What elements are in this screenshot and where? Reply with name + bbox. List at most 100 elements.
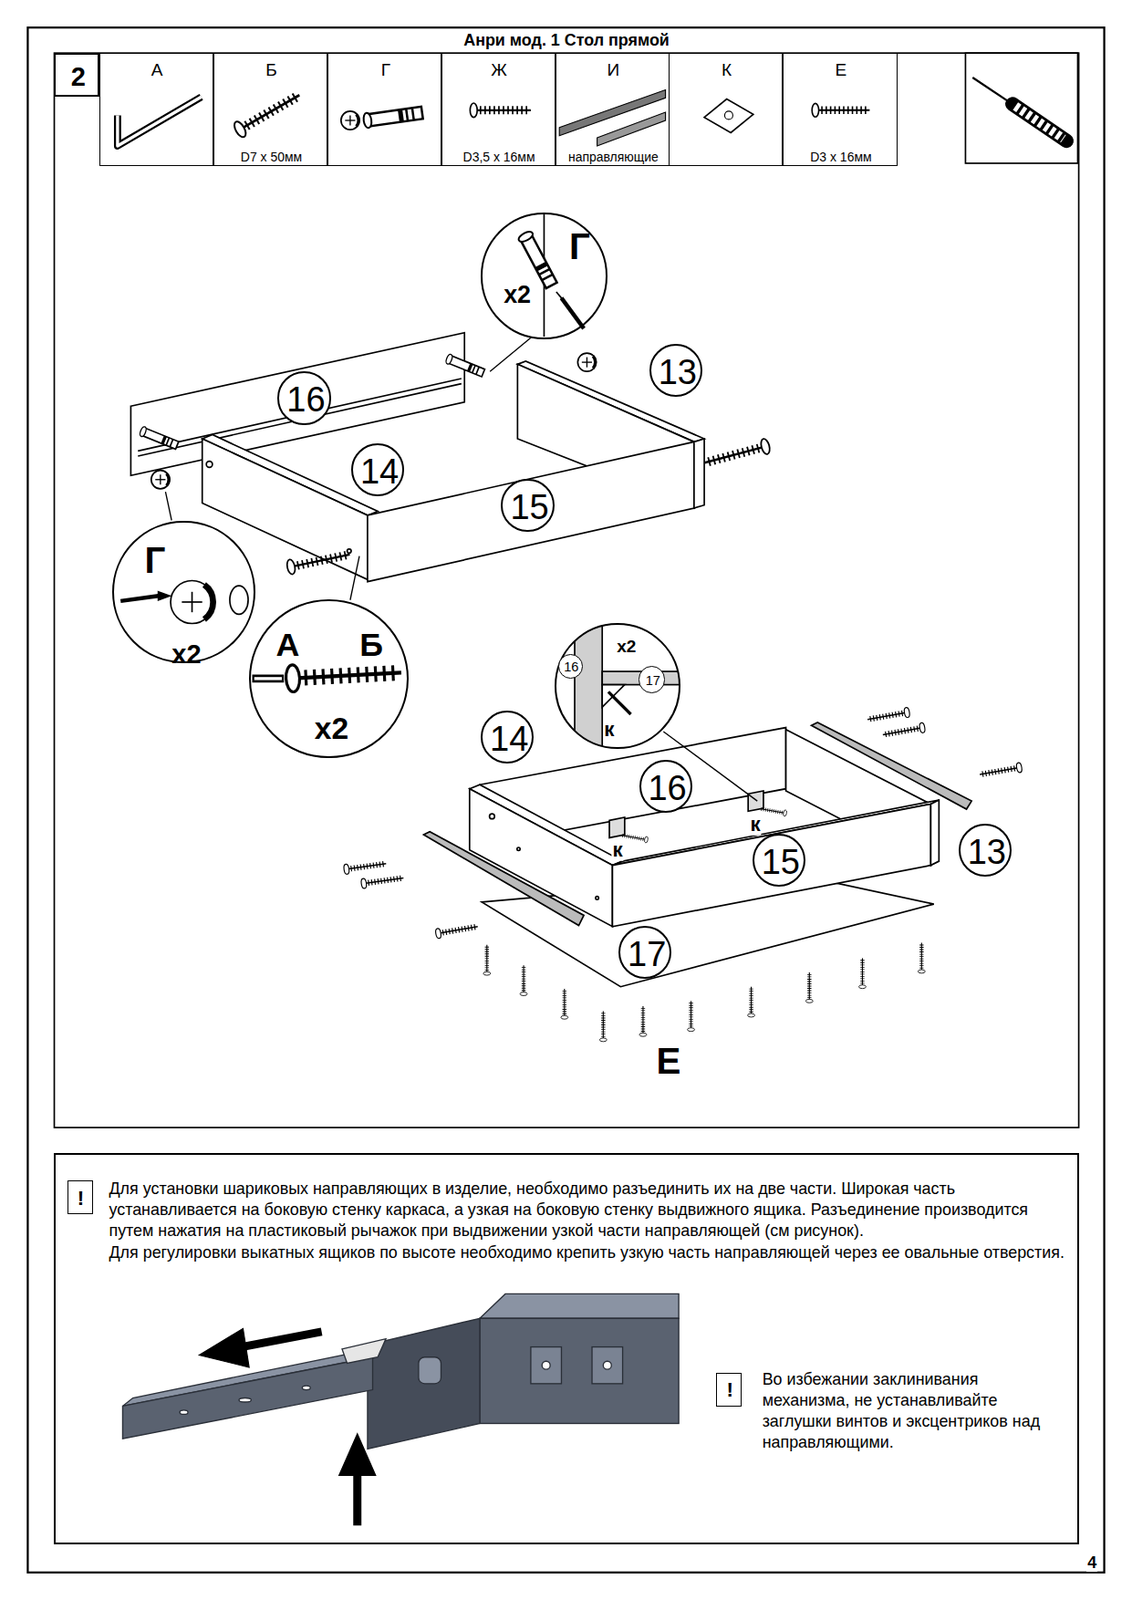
step-number-cell: 2 bbox=[53, 52, 99, 97]
drawing-part bbox=[591, 1347, 624, 1384]
drawing-part bbox=[882, 722, 926, 740]
node-text: D3,5 x 16мм bbox=[463, 150, 536, 164]
warning-icon: ! bbox=[716, 1372, 742, 1407]
drawing-part bbox=[1015, 105, 1064, 139]
drawing-part bbox=[363, 104, 424, 129]
drawing-part bbox=[489, 813, 496, 820]
drawing-part bbox=[249, 600, 407, 758]
drawing-part bbox=[519, 965, 528, 996]
drawing-part bbox=[758, 805, 788, 817]
drawing-part bbox=[978, 762, 1023, 780]
callout-number: 16 bbox=[277, 371, 331, 425]
drawing-part bbox=[285, 547, 352, 576]
drawing-part bbox=[556, 291, 567, 304]
detail-circle: Гx2 bbox=[480, 212, 608, 340]
drawing-part bbox=[418, 1357, 442, 1384]
drawing-part bbox=[27, 27, 1104, 1573]
drawing-part bbox=[360, 872, 405, 889]
drawing-part bbox=[560, 988, 569, 1019]
part-cell: БD7 x 50мм bbox=[213, 52, 328, 167]
node-text: x2 bbox=[314, 713, 349, 745]
drawing-part bbox=[423, 831, 584, 926]
drawing-part bbox=[179, 1410, 188, 1414]
drawing-part bbox=[609, 817, 625, 838]
drawing-part bbox=[859, 957, 867, 988]
drawing-part bbox=[1012, 103, 1067, 141]
runner-illustration bbox=[122, 1293, 679, 1449]
callout-number: 15 bbox=[752, 833, 806, 887]
drawing-part bbox=[165, 491, 172, 520]
drawing-part bbox=[170, 580, 214, 624]
drawing-part bbox=[639, 1006, 647, 1037]
drawing-part bbox=[559, 89, 665, 136]
drawing-part bbox=[805, 972, 813, 1003]
drawing-part bbox=[350, 556, 360, 601]
drawing-part bbox=[530, 1347, 562, 1384]
drawing-part bbox=[151, 470, 170, 489]
section-number: 16 bbox=[558, 654, 583, 679]
drawing-part bbox=[198, 1328, 250, 1368]
callout-number: 14 bbox=[351, 443, 405, 497]
node-text: 13 bbox=[658, 354, 697, 390]
drawing-part bbox=[117, 96, 202, 146]
page-title: Анри мод. 1 Стол прямой bbox=[463, 32, 670, 50]
callout-number: 15 bbox=[500, 478, 554, 532]
node-text: ! bbox=[77, 1188, 84, 1209]
drawing-part bbox=[229, 585, 249, 614]
node-text: x2 bbox=[503, 282, 531, 308]
node-text: x2 bbox=[171, 642, 201, 669]
node-text: Г bbox=[144, 542, 166, 580]
drawing-part bbox=[367, 441, 695, 582]
drawing-part bbox=[237, 1331, 322, 1349]
drawing-part bbox=[117, 96, 202, 146]
node-text: 16 bbox=[286, 382, 325, 417]
drawing-part bbox=[122, 1357, 373, 1439]
node-text: Ж bbox=[490, 62, 508, 80]
part-cell: Инаправляющие bbox=[555, 52, 670, 167]
note-text: Во избежании заклинивания механизма, не … bbox=[762, 1369, 1070, 1453]
drawing-part bbox=[612, 803, 931, 926]
drawing-part bbox=[917, 943, 925, 974]
drawing-part bbox=[130, 332, 465, 477]
drawing-part bbox=[238, 1398, 251, 1403]
part-cell: К bbox=[668, 52, 783, 167]
drawing-part bbox=[972, 77, 1013, 104]
drawing-part bbox=[481, 213, 606, 338]
drawing-part bbox=[353, 1469, 362, 1527]
node-text: 2 bbox=[71, 63, 86, 91]
drawing-part bbox=[138, 425, 179, 451]
part-cell: А bbox=[99, 52, 214, 167]
drawing-part bbox=[965, 52, 1078, 164]
drawing-part bbox=[479, 1293, 679, 1319]
part-label: 4 bbox=[1086, 1555, 1098, 1572]
part-label: к bbox=[748, 814, 761, 835]
section-number: 17 bbox=[638, 665, 665, 693]
drawing-part bbox=[301, 1385, 311, 1390]
drawing-part bbox=[602, 1360, 612, 1370]
drawing-part bbox=[204, 584, 214, 620]
drawing-part bbox=[231, 87, 304, 139]
drawing-part bbox=[54, 52, 1080, 1128]
drawing-part bbox=[694, 438, 705, 509]
callout-number: 14 bbox=[480, 710, 534, 764]
warning-icon: ! bbox=[67, 1180, 94, 1215]
drawing-part bbox=[285, 659, 403, 693]
node-text: 14 bbox=[489, 721, 529, 757]
node-text: 17 bbox=[627, 936, 666, 972]
drawing-part bbox=[595, 896, 599, 900]
drawing-part bbox=[254, 676, 282, 680]
node-text: x2 bbox=[616, 638, 636, 656]
drawing-part bbox=[367, 1318, 480, 1449]
drawing-part bbox=[866, 706, 911, 725]
node-text: направляющие bbox=[568, 150, 659, 164]
drawing-part bbox=[120, 595, 158, 602]
drawing-part bbox=[191, 591, 194, 613]
drawing-part bbox=[747, 790, 764, 811]
node-text: 15 bbox=[761, 844, 800, 880]
callout-number: 13 bbox=[958, 823, 1012, 877]
drawing-part bbox=[479, 1318, 679, 1423]
screwdriver-icon bbox=[972, 77, 1067, 141]
node-text: ! bbox=[726, 1380, 734, 1401]
node-text: Б bbox=[265, 62, 277, 80]
drawing-part bbox=[347, 549, 352, 553]
